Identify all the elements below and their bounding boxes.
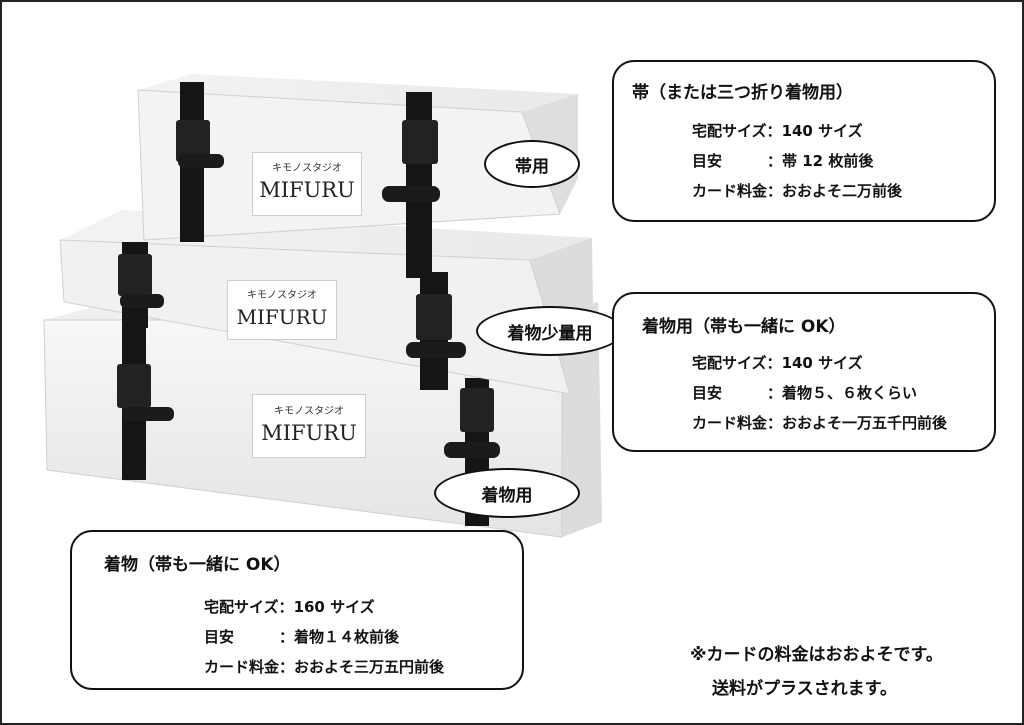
info-key: カード料金： (692, 414, 783, 432)
info-value: 帯 12 枚前後 (782, 152, 874, 170)
info-row-guide: 目安 ：帯 12 枚前後 (692, 150, 873, 171)
info-row-guide: 目安 ：着物５、６枚くらい (692, 382, 917, 403)
info-value: 140 サイズ (781, 354, 863, 372)
info-value: おおよそ一万五千円前後 (782, 414, 948, 432)
info-row-size: 宅配サイズ：140 サイズ (692, 352, 863, 373)
info-key: 宅配サイズ： (204, 598, 294, 616)
price-note-line1: ※カードの料金はおおよそです。 (690, 645, 943, 665)
info-key: カード料金： (204, 658, 295, 676)
info-value: おおよそ二万前後 (782, 182, 903, 200)
info-value: おおよそ三万五円前後 (294, 658, 445, 676)
brand-sub: キモノスタジオ (274, 406, 344, 417)
info-row-price: カード料金：おおよそ二万前後 (692, 180, 902, 201)
obi-label: 帯用 (484, 140, 580, 188)
info-row-price: カード料金：おおよそ一万五千円前後 (692, 412, 947, 433)
info-key: 目安 ： (204, 628, 295, 646)
brand-label-top: キモノスタジオ MIFURU (252, 152, 362, 216)
brand-sub: キモノスタジオ (272, 163, 342, 174)
info-key: 宅配サイズ： (692, 354, 782, 372)
info-key: カード料金： (692, 182, 783, 200)
info-row-price: カード料金：おおよそ三万五円前後 (204, 656, 444, 677)
info-value: 着物５、６枚くらい (782, 384, 918, 402)
info-key: 宅配サイズ： (692, 122, 782, 140)
info-key: 目安 ： (692, 384, 783, 402)
brand-sub: キモノスタジオ (247, 290, 317, 301)
info-title: 着物用（帯も一緒に OK） (642, 317, 846, 337)
info-value: 着物１４枚前後 (294, 628, 400, 646)
kimono-label: 着物用 (434, 468, 580, 518)
brand-name: MIFURU (261, 421, 357, 445)
info-row-size: 宅配サイズ：160 サイズ (204, 596, 375, 617)
info-value: 160 サイズ (293, 598, 375, 616)
brand-name: MIFURU (259, 178, 355, 202)
info-row-size: 宅配サイズ：140 サイズ (692, 120, 863, 141)
price-note-line2: 送料がプラスされます。 (712, 679, 897, 699)
kimono-small-label: 着物少量用 (476, 306, 624, 356)
info-title: 着物（帯も一緒に OK） (104, 555, 291, 575)
brand-label-bottom: キモノスタジオ MIFURU (252, 394, 366, 458)
info-box-obi: 帯（または三つ折り着物用） 宅配サイズ：140 サイズ 目安 ：帯 12 枚前後… (612, 60, 996, 222)
info-box-kimono-small: 着物用（帯も一緒に OK） 宅配サイズ：140 サイズ 目安 ：着物５、６枚くら… (612, 292, 996, 452)
brand-label-middle: キモノスタジオ MIFURU (227, 280, 337, 340)
info-title: 帯（または三つ折り着物用） (632, 83, 853, 103)
info-box-kimono: 着物（帯も一緒に OK） 宅配サイズ：160 サイズ 目安 ：着物１４枚前後 カ… (70, 530, 524, 690)
info-value: 140 サイズ (781, 122, 863, 140)
brand-name: MIFURU (236, 305, 328, 329)
info-key: 目安 ： (692, 152, 783, 170)
info-row-guide: 目安 ：着物１４枚前後 (204, 626, 399, 647)
